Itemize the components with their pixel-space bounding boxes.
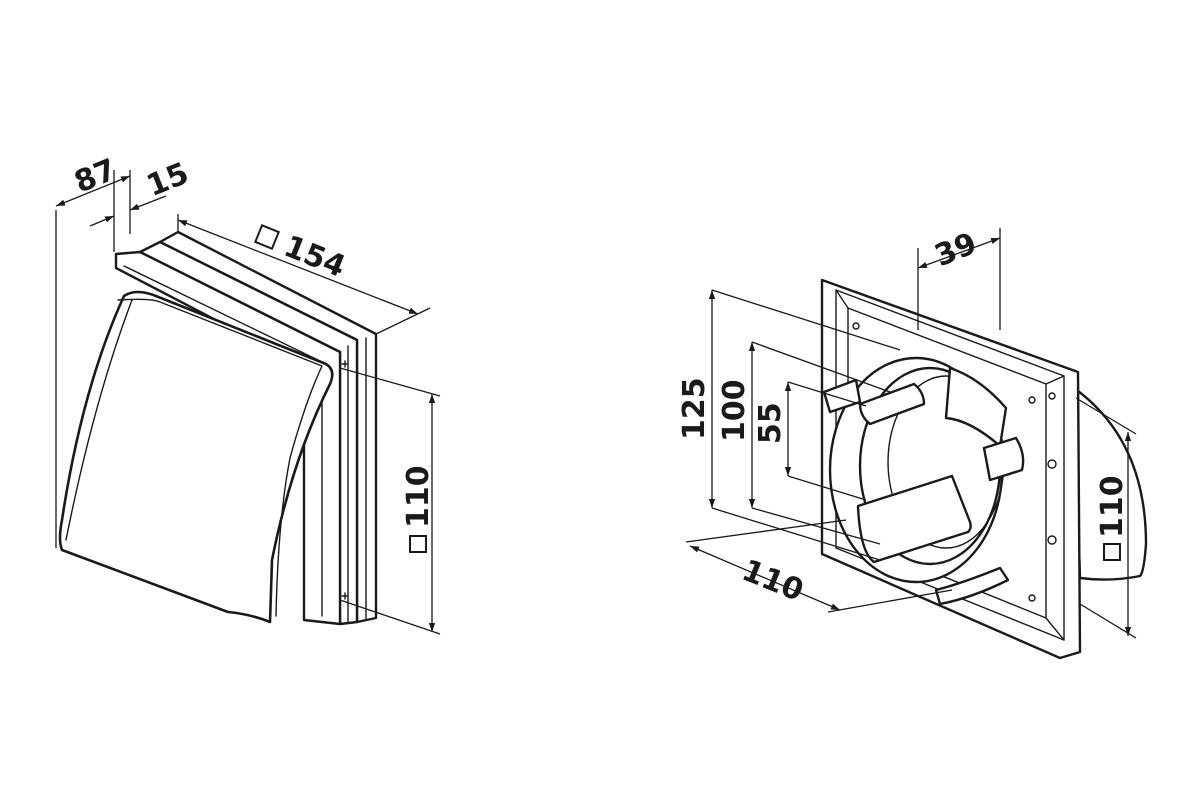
dimension-inner-diameter: 55 xyxy=(753,402,788,444)
extension-line xyxy=(685,519,847,543)
damper-flap-top xyxy=(858,382,926,426)
extension-line xyxy=(339,599,441,635)
dimension-frame-depth: 15 xyxy=(142,156,194,204)
dimension-line-frame-offset xyxy=(917,237,1001,269)
dimension-line-frame-depth xyxy=(89,215,115,227)
extension-line xyxy=(711,289,901,351)
damper-latch xyxy=(822,378,862,414)
damper-flap-bottom xyxy=(856,474,972,564)
dimension-outer-diameter: 125 xyxy=(677,377,712,440)
square-symbol xyxy=(409,535,427,553)
extension-line xyxy=(787,475,867,501)
dimension-line-spigot-length xyxy=(689,545,841,611)
dimension-spigot-length: 110 xyxy=(737,553,808,609)
dimension-hood-height: 110 xyxy=(1095,475,1130,538)
hood-edge xyxy=(117,298,323,617)
damper-flap-right xyxy=(944,366,1008,448)
dimension-frame-size: 154 xyxy=(279,229,350,285)
hinge-pin xyxy=(1047,535,1057,545)
frame-edge xyxy=(1045,617,1065,641)
extension-line xyxy=(787,381,867,407)
screw xyxy=(1028,396,1036,404)
screw-mark xyxy=(341,592,349,600)
extension-line xyxy=(375,307,431,335)
dimension-frame-offset: 39 xyxy=(930,226,982,274)
extension-line xyxy=(711,507,881,561)
dimension-line-frame-depth xyxy=(129,195,167,211)
extension-line xyxy=(751,341,891,393)
screw xyxy=(852,322,860,330)
frame-edge xyxy=(835,289,849,309)
dimension-line-depth xyxy=(55,175,131,207)
damper-tab xyxy=(934,566,1010,606)
frame-edge xyxy=(123,265,323,363)
hinge-pin xyxy=(1047,459,1057,469)
closed-view: 87 15 154 110 xyxy=(55,152,441,635)
open-view: 39 125 100 55 110 110 xyxy=(677,226,1148,660)
hood-edge xyxy=(65,299,133,541)
dimension-line-frame-size xyxy=(177,219,419,315)
screw-mark xyxy=(341,360,349,368)
dimension-hood-height: 110 xyxy=(401,465,436,528)
extension-line xyxy=(1075,397,1137,435)
screw xyxy=(1028,594,1036,602)
extension-line xyxy=(339,367,441,397)
dimension-spigot-diameter: 100 xyxy=(717,379,752,442)
extension-line xyxy=(827,589,953,613)
frame-edge xyxy=(1045,375,1065,385)
square-symbol xyxy=(1103,543,1121,561)
extension-line xyxy=(751,507,881,545)
square-symbol xyxy=(253,223,281,251)
hinge-pin xyxy=(1048,392,1056,400)
hood-cover xyxy=(58,290,334,624)
damper-latch xyxy=(982,436,1025,482)
